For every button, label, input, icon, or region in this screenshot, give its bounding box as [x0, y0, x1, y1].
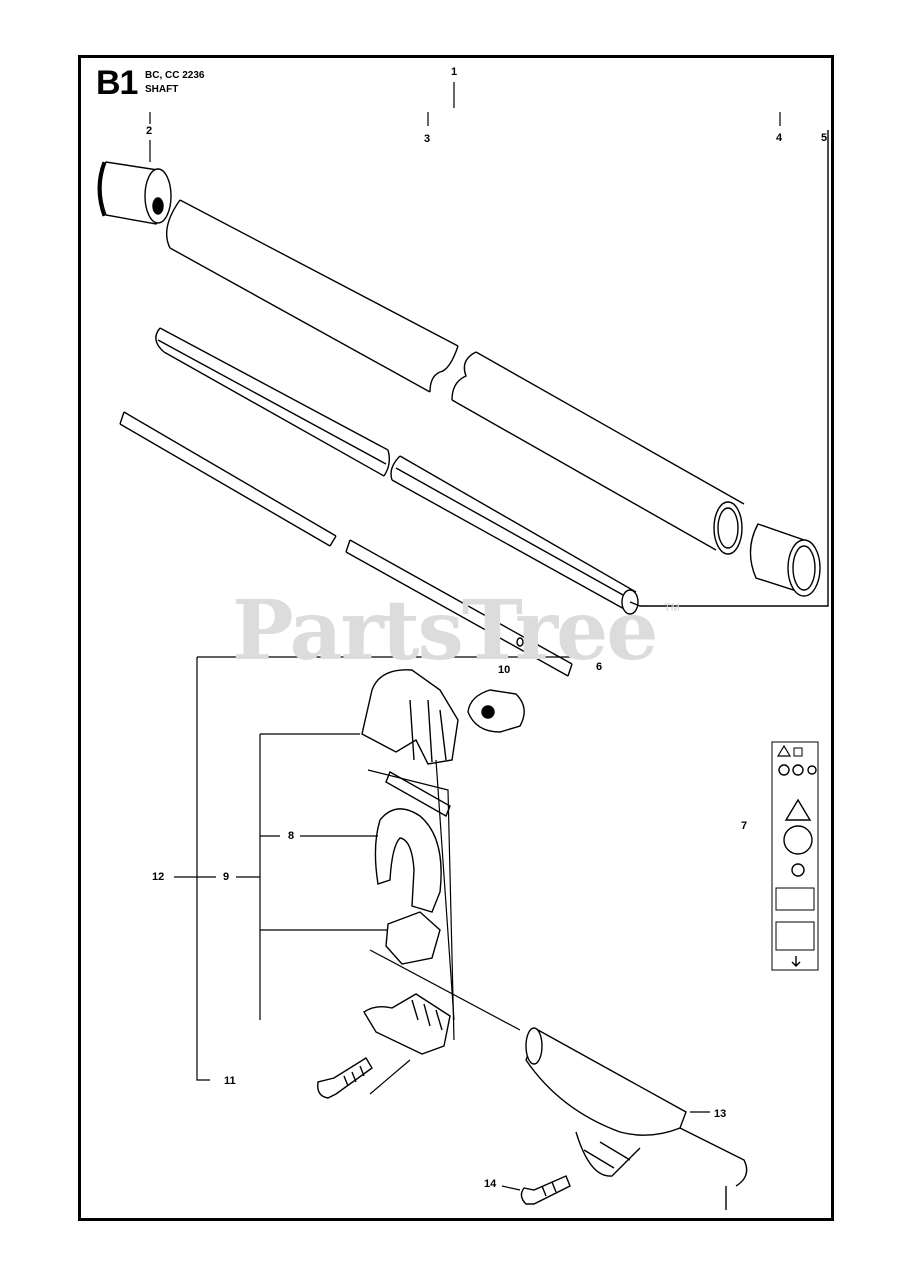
- callout-7: 7: [741, 820, 748, 832]
- warning-label: [771, 741, 819, 971]
- callout-10: 10: [498, 664, 511, 676]
- callout-6: 6: [596, 661, 603, 673]
- callout-9: 9: [223, 871, 230, 883]
- callout-13: 13: [714, 1108, 727, 1120]
- nut-part: [467, 689, 525, 733]
- section-title: SHAFT: [145, 84, 179, 95]
- clamp-bracket: [385, 911, 441, 965]
- handle-loop: [374, 770, 451, 913]
- callout-2: 2: [146, 125, 153, 137]
- leader-lines: [149, 82, 781, 1191]
- callout-1: 1: [451, 66, 458, 78]
- callout-4: 4: [776, 132, 783, 144]
- callout-12: 12: [152, 871, 165, 883]
- callout-14: 14: [484, 1178, 497, 1190]
- callout-3: 3: [424, 133, 431, 145]
- diagram-code: B1: [96, 64, 138, 102]
- callout-5: 5: [821, 132, 828, 144]
- drive-shaft: [119, 411, 573, 677]
- end-cap-left: [97, 161, 172, 225]
- trademark-mark: TM: [664, 602, 680, 614]
- screw-14: [520, 1175, 571, 1205]
- callout-11: 11: [224, 1075, 236, 1087]
- model-list: BC, CC 2236: [145, 70, 205, 81]
- profile-bar: [155, 130, 829, 615]
- bolt-long: [317, 1057, 373, 1099]
- outer-tube: [166, 199, 745, 555]
- watermark: PartsTree: [232, 583, 658, 679]
- callout-8: 8: [288, 830, 295, 842]
- shaft-end-guard: [525, 1027, 748, 1210]
- end-cap-right: [749, 523, 821, 597]
- diagram-frame: [78, 55, 834, 1221]
- handle-clamp-lower: [363, 993, 451, 1055]
- handle-clamp-upper: [361, 669, 459, 765]
